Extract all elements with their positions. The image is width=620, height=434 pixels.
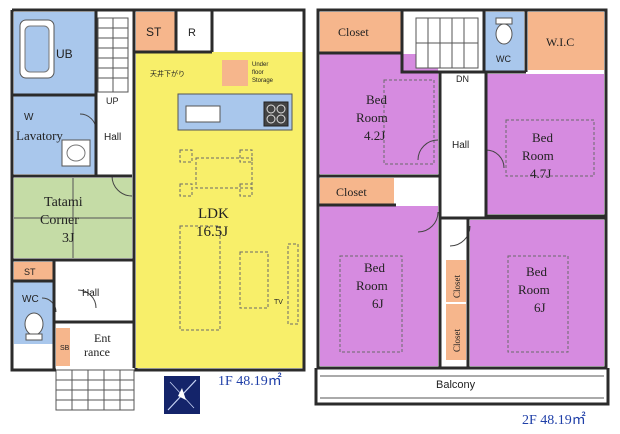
kitchen-sink	[185, 105, 221, 123]
wic-label: W.I.C	[546, 35, 574, 49]
bed-6j-right-label-3: 6J	[534, 300, 546, 315]
tatami-label-1: Tatami	[44, 195, 83, 210]
closet-2f-v2-label: Closet	[452, 328, 462, 352]
under-floor-label-1: Under	[252, 62, 268, 68]
bed-6j-left	[339, 255, 403, 353]
dining-chair	[179, 149, 193, 163]
cooktop	[263, 101, 289, 127]
bed-4-7j-label-1: Bed	[532, 130, 553, 145]
toilet-1f	[24, 312, 44, 336]
hall-1f-label: Hall	[104, 132, 121, 143]
closet-2f-v1	[446, 260, 466, 302]
closet-2f-top	[320, 12, 402, 52]
r-room	[176, 12, 212, 52]
bed-4-2j	[383, 79, 435, 165]
balcony-label: Balcony	[436, 379, 476, 391]
toilet-tank-1f	[25, 333, 43, 341]
bedroom-4-2j	[320, 54, 438, 174]
floor-2f-area: 2F 48.19㎡	[522, 412, 586, 428]
burner-icon	[276, 114, 286, 124]
wic-room	[528, 12, 604, 70]
burner-icon	[266, 104, 276, 114]
st-left-room	[14, 262, 54, 280]
st-top-label: ST	[146, 25, 162, 39]
under-floor-label-2: floor	[252, 70, 264, 76]
sb-label: SB	[60, 345, 70, 352]
sb-room	[56, 328, 70, 366]
bed-4-2j-label-3: 4.2J	[364, 128, 385, 143]
dining-table	[195, 157, 253, 189]
closet-2f-mid-label: Closet	[336, 185, 367, 199]
wc-1f-label: WC	[22, 294, 39, 305]
st-top-room	[136, 12, 176, 52]
r-label: R	[188, 27, 196, 39]
hall-2f-label: Hall	[452, 140, 469, 151]
entrance-label-2: rance	[84, 345, 110, 359]
closet-2f-mid	[320, 178, 394, 204]
w-label: W	[24, 112, 34, 123]
floor-1f-area: 1F 48.19㎡	[218, 373, 282, 389]
floor-1f	[10, 8, 306, 411]
under-floor-storage	[222, 60, 248, 86]
st-left-label: ST	[24, 267, 36, 277]
bedroom-4-7j	[486, 74, 604, 214]
basin-bowl	[66, 144, 86, 162]
ldk-label-1: LDK	[198, 206, 229, 222]
lavatory-label: Lavatory	[16, 128, 63, 143]
bathtub-inner	[24, 25, 50, 73]
bed-6j-right	[507, 255, 569, 353]
tv-label: TV	[274, 299, 283, 306]
porch-tiles	[55, 369, 135, 411]
toilet-2f	[495, 23, 513, 45]
staircase-1f	[97, 17, 129, 93]
closet-2f-v2	[446, 304, 466, 360]
bed-6j-right-label-2: Room	[518, 282, 550, 297]
bed-6j-right-label-1: Bed	[526, 264, 547, 279]
closet-2f-v1-label: Closet	[452, 274, 462, 298]
compass-icon	[164, 376, 200, 414]
washbasin	[61, 139, 91, 167]
wc-2f-label: WC	[496, 54, 511, 64]
bed-4-7j-label-2: Room	[522, 148, 554, 163]
staircase-2f	[415, 17, 479, 69]
ceiling-note: 天井下がり	[150, 69, 185, 78]
ub-label: UB	[56, 47, 73, 61]
burner-icon	[276, 104, 286, 114]
bed-4-7j	[505, 119, 595, 177]
bed-4-2j-label-1: Bed	[366, 92, 387, 107]
toilet-tank-2f	[495, 17, 513, 25]
bed-4-7j-label-3: 4.7J	[530, 166, 551, 181]
up-label: UP	[106, 96, 119, 106]
sofa	[179, 225, 221, 331]
burner-icon	[266, 114, 276, 124]
dining-chair	[239, 183, 253, 197]
bed-4-2j-label-2: Room	[356, 110, 388, 125]
hall-2f	[440, 72, 484, 218]
closet-2f-top-label: Closet	[338, 25, 369, 39]
floor-2f	[314, 8, 610, 406]
hall-1f-lower-label: Hall	[82, 288, 99, 299]
bed-6j-left-label-3: 6J	[372, 296, 384, 311]
ldk-label-2: 16.5J	[196, 224, 228, 240]
dining-chair	[239, 149, 253, 163]
bedroom-6j-right	[470, 220, 604, 366]
bed-6j-left-label-1: Bed	[364, 260, 385, 275]
tv-board	[287, 243, 299, 325]
entrance-label-1: Ent	[94, 331, 111, 345]
dining-chair	[179, 183, 193, 197]
coffee-table	[239, 251, 269, 309]
under-floor-label-3: Storage	[252, 78, 274, 84]
balcony	[318, 370, 606, 400]
bed-6j-left-label-2: Room	[356, 278, 388, 293]
tatami-label-2: Corner	[40, 213, 79, 228]
hall-1f-lower	[56, 262, 134, 322]
tatami-label-3: 3J	[62, 231, 75, 246]
dn-label: DN	[456, 74, 469, 84]
